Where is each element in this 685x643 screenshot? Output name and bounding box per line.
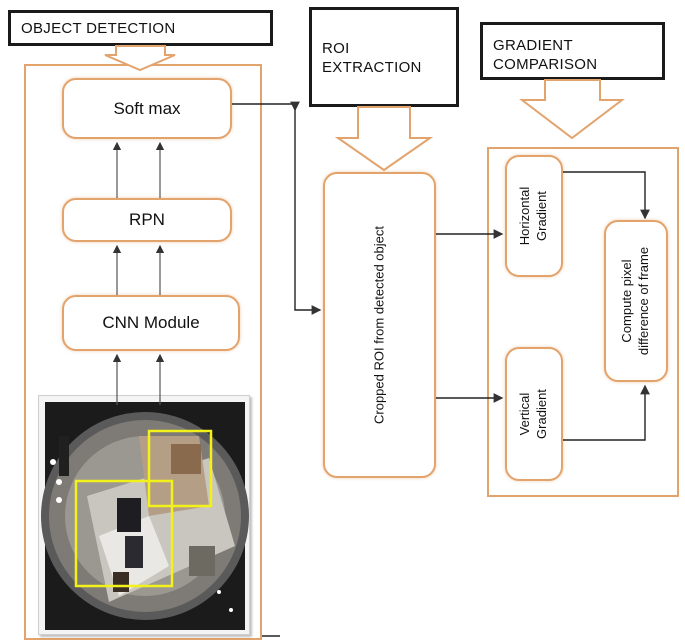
softmax-node: Soft max xyxy=(62,78,232,139)
compute-pixel-node: Compute pixel difference of frame xyxy=(604,220,668,382)
horizontal-gradient-line1: Horizontal xyxy=(517,186,533,246)
compute-pixel-label: Compute pixel difference of frame xyxy=(619,247,653,355)
vertical-gradient-line2: Gradient xyxy=(534,389,549,439)
softmax-label: Soft max xyxy=(113,98,181,118)
input-frame-image xyxy=(38,395,250,635)
gradient-comparison-header: GRADIENT COMPARISON xyxy=(480,22,665,80)
roi-extraction-title-line1: ROI xyxy=(322,40,350,57)
roi-extraction-title-line2: EXTRACTION xyxy=(322,58,422,76)
roi-extraction-chevron xyxy=(334,106,434,172)
detection-box-1 xyxy=(147,429,213,508)
gradient-comparison-title-line2: COMPARISON xyxy=(493,55,598,73)
detection-box-2 xyxy=(74,479,174,588)
cropped-roi-label: Cropped ROI from detected object xyxy=(371,226,387,424)
gradient-comparison-chevron xyxy=(519,79,625,140)
cnn-module-node: CNN Module xyxy=(62,295,240,351)
horizontal-gradient-line2: Gradient xyxy=(534,191,549,241)
compute-pixel-line1: Compute pixel xyxy=(619,259,635,343)
gradient-comparison-title-line1: GRADIENT xyxy=(493,37,573,54)
rpn-node: RPN xyxy=(62,198,232,242)
cnn-module-label: CNN Module xyxy=(102,313,200,332)
gradient-comparison-panel xyxy=(487,147,679,497)
vertical-gradient-node: Vertical Gradient xyxy=(505,347,563,481)
vertical-gradient-line1: Vertical xyxy=(517,392,533,436)
horizontal-gradient-node: Horizontal Gradient xyxy=(505,155,563,277)
compute-pixel-line2: difference of frame xyxy=(636,246,651,356)
object-detection-title: OBJECT DETECTION xyxy=(21,20,176,37)
roi-extraction-header: ROI EXTRACTION xyxy=(309,7,459,107)
horizontal-gradient-label: Horizontal Gradient xyxy=(517,187,551,246)
fisheye-scene-graphic xyxy=(41,402,249,630)
object-detection-header: OBJECT DETECTION xyxy=(8,10,273,46)
rpn-label: RPN xyxy=(129,210,165,229)
cropped-roi-node: Cropped ROI from detected object xyxy=(323,172,436,478)
vertical-gradient-label: Vertical Gradient xyxy=(517,389,551,439)
